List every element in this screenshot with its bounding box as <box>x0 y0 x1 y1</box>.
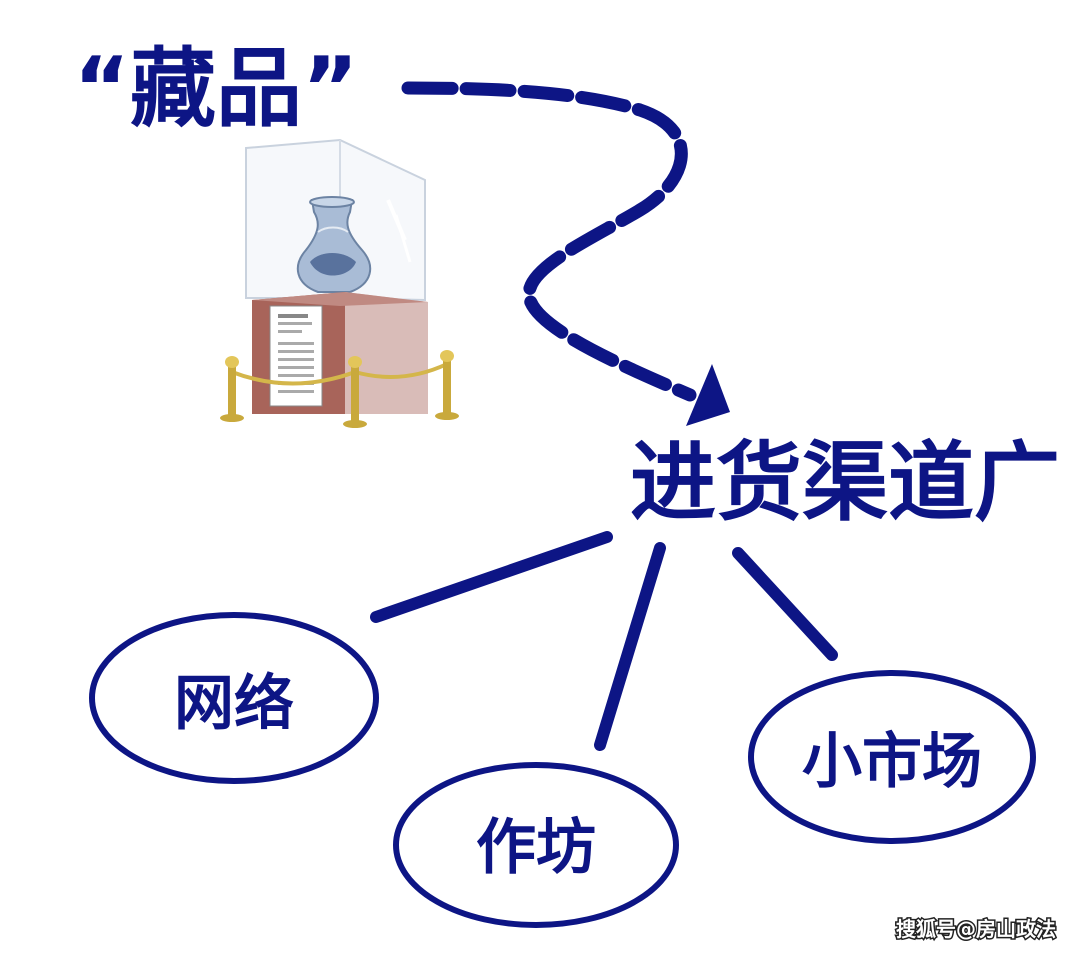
connector-small-market <box>732 547 838 661</box>
stanchion-rope-icon <box>220 350 459 428</box>
info-plaque-icon <box>269 305 323 407</box>
node-workshop-ellipse <box>393 762 679 928</box>
vase-icon <box>296 196 372 293</box>
node-small-market-ellipse <box>748 670 1036 844</box>
arrow-head-icon <box>686 364 730 426</box>
node-network-ellipse <box>89 612 379 784</box>
center-label: 进货渠道广 <box>630 433 1060 533</box>
node-workshop-label: 作坊 <box>476 813 596 883</box>
connector-network <box>370 531 613 623</box>
museum-display-case-icon <box>220 138 459 428</box>
watermark-text: 搜狐号@房山政法 <box>896 917 1056 941</box>
node-small-market-label: 小市场 <box>802 727 982 797</box>
source-label: “藏品” <box>73 39 358 139</box>
connector-workshop <box>594 542 666 751</box>
node-network-label: 网络 <box>174 669 294 739</box>
dashed-flow-arrow <box>401 81 730 426</box>
connector-lines <box>370 531 838 751</box>
